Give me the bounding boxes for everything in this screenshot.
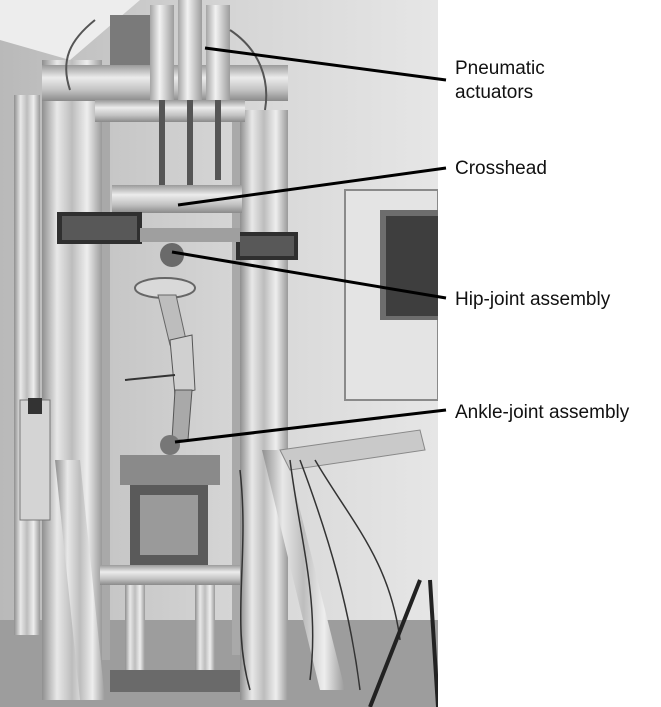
piston-rod-3 <box>215 100 221 180</box>
test-rig-illustration <box>0 0 438 707</box>
hip-joint <box>160 243 184 267</box>
base-crossbeam <box>100 565 240 585</box>
label-hip-joint-assembly: Hip-joint assembly <box>455 289 611 310</box>
side-bar <box>279 429 426 471</box>
label-pneumatic-line2: actuators <box>455 82 534 103</box>
label-pneumatic-line1: Pneumatic <box>455 58 545 79</box>
base-leg-2 <box>195 585 215 680</box>
rear-column-right <box>232 115 242 655</box>
cable-1 <box>289 459 314 681</box>
hose-2 <box>229 29 268 111</box>
leader-line-ankle <box>174 408 447 444</box>
rear-column-left <box>100 100 110 660</box>
actuator-cylinder-3 <box>206 5 230 100</box>
valve-block <box>110 15 150 65</box>
knee-segment <box>169 334 196 396</box>
ceiling-area <box>0 0 140 60</box>
leaning-profile-left <box>55 460 105 700</box>
cabinet-window-inner <box>386 216 438 316</box>
leader-line-pneumatic <box>204 46 447 82</box>
cable-2 <box>299 459 361 691</box>
base-foot <box>110 670 240 692</box>
piston-rod-2 <box>187 100 193 190</box>
sensor-arm <box>124 374 176 381</box>
cable-4 <box>239 469 251 691</box>
upper-crossbeam <box>95 100 245 122</box>
actuator-cylinder-2 <box>178 0 202 100</box>
outer-column-left <box>14 95 40 635</box>
leader-line-crosshead <box>177 166 447 207</box>
piston-rod-1 <box>159 100 165 190</box>
cable-3 <box>314 459 401 641</box>
load-cell <box>140 495 198 555</box>
label-pneumatic-actuators: Pneumatic actuators <box>455 57 545 105</box>
ankle-joint <box>160 435 180 455</box>
front-column-right <box>240 110 288 700</box>
leader-line-hip <box>171 250 447 300</box>
label-crosshead: Crosshead <box>455 158 547 179</box>
hose-1 <box>65 19 96 91</box>
tripod-leg-2 <box>428 579 438 707</box>
actuator-cylinder-1 <box>150 5 174 100</box>
control-box-switch <box>28 398 42 414</box>
label-ankle-joint-assembly: Ankle-joint assembly <box>455 402 630 423</box>
control-box <box>19 399 51 521</box>
tripod-leg-1 <box>368 579 422 707</box>
base-leg-1 <box>125 585 145 680</box>
crosshead-box-right-inner <box>240 236 294 256</box>
leaning-profile-right <box>262 450 345 690</box>
crosshead-lower-plate <box>140 228 240 242</box>
crosshead-box-left-inner <box>62 216 137 240</box>
ankle-plate <box>120 455 220 485</box>
test-rig-photo <box>0 0 438 707</box>
